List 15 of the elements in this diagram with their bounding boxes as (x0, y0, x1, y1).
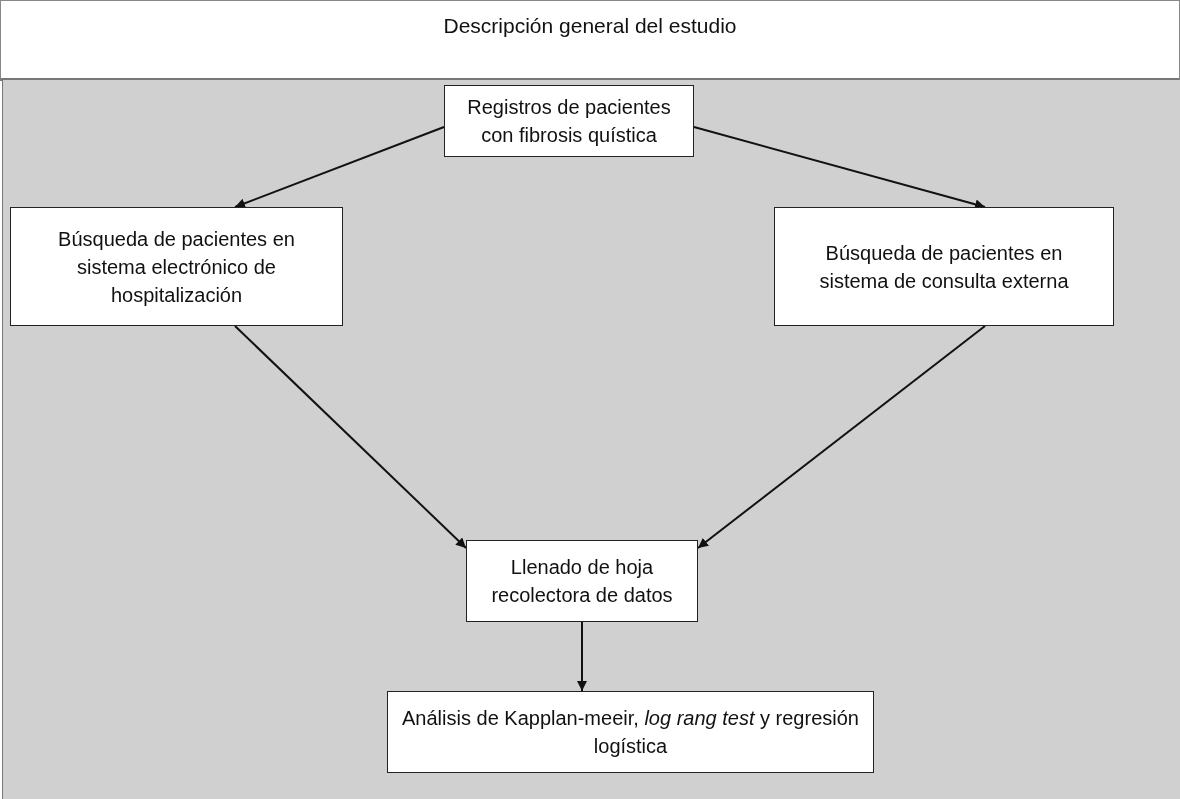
node-label: Búsqueda de pacientes en sistema de consulta externa (819, 240, 1069, 294)
node-label: Llenado de hoja recolectora de datos (490, 555, 674, 608)
diagram-title: Descripción general del estudio (442, 14, 738, 38)
node-label: Registros de pacientes con fibrosis quística (466, 95, 672, 148)
process-box (10, 207, 343, 326)
process-box (774, 207, 1114, 326)
arrow (234, 126, 445, 209)
process-box (387, 691, 874, 773)
arrow (577, 621, 587, 692)
node-label: Búsqueda de pacientes en sistema electrónico de hospitalización (57, 226, 296, 308)
process-box (444, 85, 694, 157)
process-box (466, 540, 698, 622)
node-label: Análisis de Kapplan-meeir, log rang test y regresión logística (401, 706, 860, 759)
arrow (234, 325, 467, 549)
arrow (697, 325, 986, 549)
